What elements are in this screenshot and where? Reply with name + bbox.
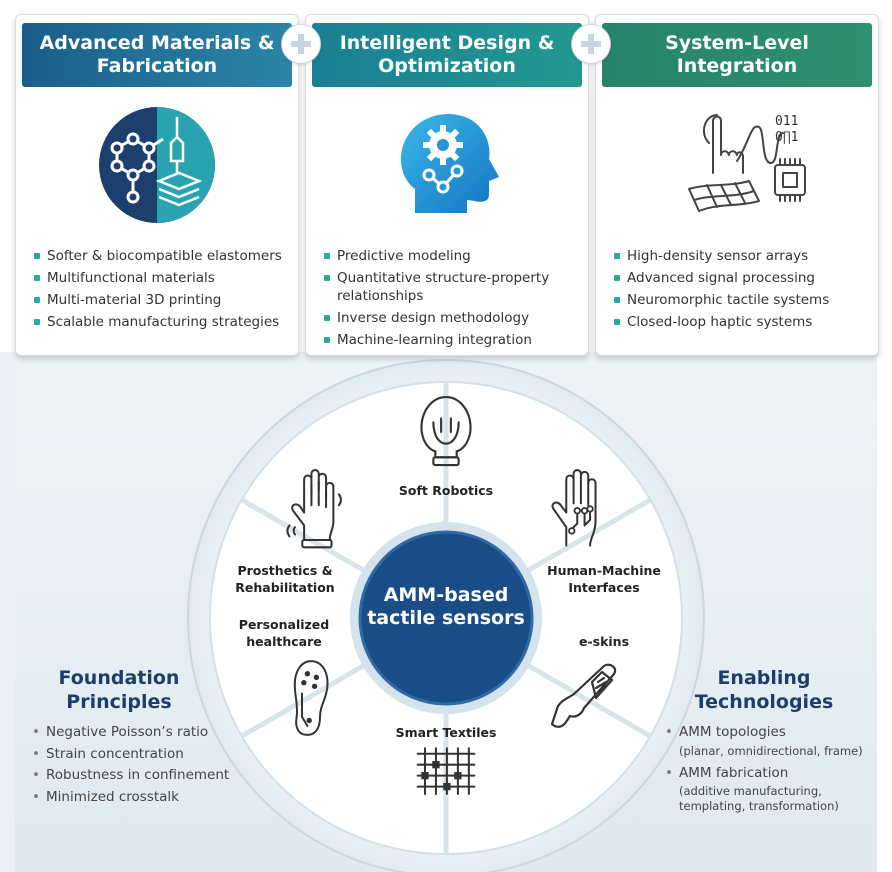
list-item: Predictive modeling xyxy=(324,247,580,265)
segment-label-human-machine-interfaces: Human-Machine Interfaces xyxy=(547,563,661,595)
card-title: Intelligent Design & Optimization xyxy=(339,32,555,77)
center-hub xyxy=(360,532,532,704)
binary-readout-top: 011 xyxy=(775,114,798,129)
plus-connector-icon xyxy=(571,24,611,64)
foundation-principles-list: Negative Poisson’s ratio Strain concentr… xyxy=(32,722,252,808)
electronic-skin-arm-icon xyxy=(550,663,617,728)
list-item: AMM topologies (planar, omnidirectional,… xyxy=(665,722,875,759)
list-item: Robustness in confinement xyxy=(32,765,252,787)
list-item: AMM fabrication (additive manufacturing,… xyxy=(665,763,875,815)
woven-textile-icon xyxy=(416,747,476,795)
card-title: Advanced Materials & Fabrication xyxy=(39,32,275,77)
card-feature-list: Softer & biocompatible elastomers Multif… xyxy=(34,247,290,335)
list-item: Quantitative structure-property relation… xyxy=(324,269,580,305)
segment-label-soft-robotics: Soft Robotics xyxy=(398,483,494,498)
card-header: Intelligent Design & Optimization xyxy=(312,23,582,87)
ai-head-gear-icon xyxy=(400,114,499,213)
card-feature-list: Predictive modeling Quantitative structu… xyxy=(324,247,580,353)
card-intelligent-design: Intelligent Design & Optimization xyxy=(305,14,589,356)
list-item: Machine-learning integration xyxy=(324,331,580,349)
binary-readout-bottom: 0∏1 xyxy=(775,130,798,145)
card-advanced-materials: Advanced Materials & Fabrication Softer … xyxy=(15,14,299,356)
card-feature-list: High-density sensor arrays Advanced sign… xyxy=(614,247,870,335)
item-label: AMM fabrication xyxy=(679,764,789,781)
touch-sensor-chip-icon: 011 0∏1 xyxy=(688,114,806,212)
list-item: Multifunctional materials xyxy=(34,269,290,287)
center-label: AMM-based tactile sensors xyxy=(367,584,525,629)
list-item: Strain concentration xyxy=(32,744,252,766)
list-item: Neuromorphic tactile systems xyxy=(614,291,870,309)
card-system-integration: System-Level Integration 011 0∏1 High-de… xyxy=(595,14,879,356)
card-header: Advanced Materials & Fabrication xyxy=(22,23,292,87)
item-detail: (additive manufacturing, templating, tra… xyxy=(679,784,839,813)
foundation-principles-title: Foundation Principles xyxy=(58,667,180,713)
segment-label-smart-textiles: Smart Textiles xyxy=(395,725,497,740)
soft-gripper-icon xyxy=(420,395,472,467)
enabling-technologies-list: AMM topologies (planar, omnidirectional,… xyxy=(665,722,875,814)
segment-label-personalized-healthcare: Personalized healthcare xyxy=(238,617,330,649)
list-item: Negative Poisson’s ratio xyxy=(32,722,252,744)
insole-sensor-icon xyxy=(293,660,329,736)
list-item: Closed-loop haptic systems xyxy=(614,313,870,331)
list-item: Advanced signal processing xyxy=(614,269,870,287)
molecule-3d-printing-icon xyxy=(99,107,215,223)
circuit-hand-icon xyxy=(551,469,597,547)
card-header: System-Level Integration xyxy=(602,23,872,87)
item-label: AMM topologies xyxy=(679,724,786,740)
item-detail: (planar, omnidirectional, frame) xyxy=(679,743,863,758)
list-item: Multi-material 3D printing xyxy=(34,291,290,309)
list-item: Minimized crosstalk xyxy=(32,787,252,809)
segment-label-prosthetics-rehabilitation: Prosthetics & Rehabilitation xyxy=(235,563,335,595)
prosthetic-hand-icon xyxy=(286,469,342,549)
card-title: System-Level Integration xyxy=(665,32,809,77)
list-item: Softer & biocompatible elastomers xyxy=(34,247,290,265)
list-item: Scalable manufacturing strategies xyxy=(34,313,290,331)
list-item: High-density sensor arrays xyxy=(614,247,870,265)
plus-connector-icon xyxy=(281,24,321,64)
enabling-technologies-title: Enabling Technologies xyxy=(694,667,834,713)
segment-label-e-skins: e-skins xyxy=(578,634,630,649)
list-item: Inverse design methodology xyxy=(324,309,580,327)
